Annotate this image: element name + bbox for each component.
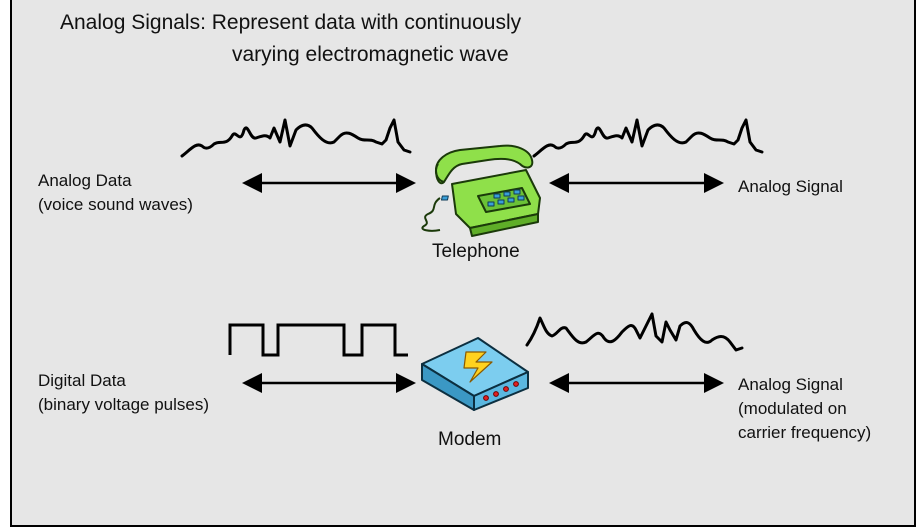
telephone-label: Telephone [432,241,520,262]
digital-data-label: Digital Data [38,371,126,390]
lightning-bolt-icon [463,351,493,383]
modem-label: Modem [438,429,502,450]
modem-icon [421,337,529,411]
diagram-title-line-1: Analog Signals: Represent data with cont… [60,11,522,34]
digital-pulse-wave [228,323,408,357]
analog-signal-label: Analog Signal [738,177,843,196]
diagram-panel [10,0,916,527]
analog-data-label: Analog Data [38,171,132,190]
modulated-signal-sublabel-2: carrier frequency) [738,423,872,442]
analog-wave-right [532,118,764,158]
telephone-icon [421,144,541,237]
modulated-wave [525,312,744,352]
digital-data-sublabel: (binary voltage pulses) [38,395,210,414]
diagram-title-line-2: varying electromagnetic wave [232,43,509,66]
analog-data-sublabel: (voice sound waves) [38,195,193,214]
modulated-signal-label: Analog Signal [738,375,843,394]
modulated-signal-sublabel-1: (modulated on [738,399,847,418]
analog-wave-left [180,118,412,158]
